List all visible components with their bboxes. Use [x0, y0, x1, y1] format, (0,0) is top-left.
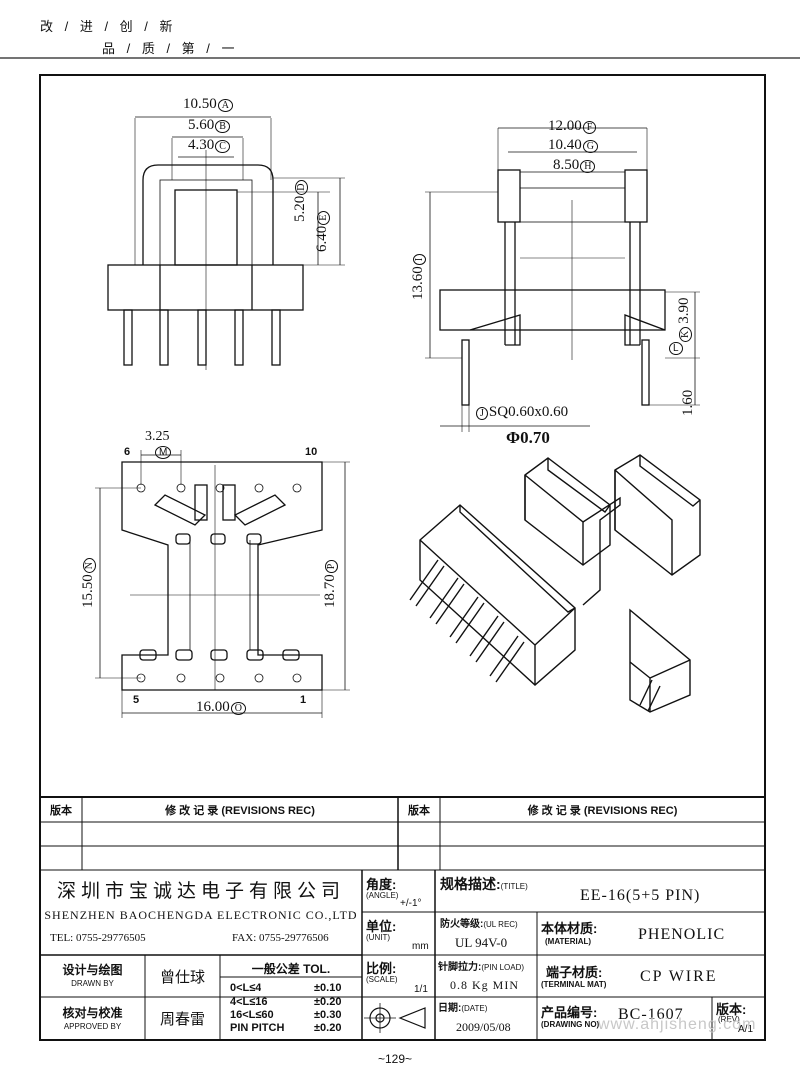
title-value: EE-16(5+5 PIN)	[580, 887, 701, 904]
pin-label-5: 5	[133, 694, 140, 706]
title-label: 规格描述:(TITLE)	[440, 876, 528, 892]
rev-col-rec-right: 修 改 记 录 (REVISIONS REC)	[527, 805, 678, 817]
ul-value: UL 94V-0	[455, 935, 508, 950]
drawn-label-en: DRAWN BY	[71, 979, 114, 988]
material-label: 本体材质:	[541, 921, 598, 936]
dim-3-25: 3.25	[145, 429, 170, 444]
circle-l: L	[669, 342, 683, 355]
tol-value-1: ±0.10	[314, 982, 342, 994]
rev-col-rec-left: 修 改 记 录 (REVISIONS REC)	[165, 805, 315, 817]
dim-13-60: 13.60I	[410, 253, 427, 300]
tol-range-1: 0<L≤4	[230, 982, 262, 994]
dim-6-40: 6.40E	[314, 210, 331, 252]
page-number: ~129~	[378, 1052, 413, 1066]
date-label: 日期:(DATE)	[438, 1003, 488, 1014]
unit-label-en: (UNIT)	[366, 933, 390, 942]
unit-value: mm	[412, 941, 429, 952]
isometric-view	[409, 454, 701, 713]
company-fax: FAX: 0755-29776506	[232, 932, 329, 944]
tol-range-2: 4<L≤16	[230, 996, 268, 1008]
approved-label-en: APPROVED BY	[63, 1022, 122, 1031]
tol-value-3: ±0.30	[314, 1009, 342, 1021]
rev-col-ver-left: 版本	[50, 805, 72, 817]
rev-label-en: (REV)	[718, 1015, 740, 1024]
rev-value: A/1	[738, 1024, 754, 1035]
tolerance-title: 一般公差 TOL.	[251, 962, 331, 976]
dim-3-90: K3.90	[676, 298, 693, 342]
pin-label-10: 10	[305, 446, 318, 458]
pinload-label: 针脚拉力:(PIN LOAD)	[438, 962, 525, 973]
terminal-value: CP WIRE	[640, 968, 718, 985]
front-view	[107, 116, 345, 370]
dim-1-60: 1.60	[680, 389, 696, 416]
unit-label: 单位:	[366, 919, 397, 934]
side-view	[425, 127, 700, 432]
scale-value: 1/1	[414, 984, 428, 995]
pin-label-1: 1	[300, 694, 307, 706]
slogan-line-2: 品 / 质 / 第 / 一	[102, 41, 239, 56]
scale-label: 比例:	[366, 961, 397, 976]
rev-label: 版本:	[716, 1002, 747, 1017]
terminal-label-en: (TERMINAL MAT)	[541, 980, 607, 989]
material-value: PHENOLIC	[638, 926, 726, 943]
watermark: www.ahjisheng.com	[598, 1016, 757, 1033]
company-name-en: SHENZHEN BAOCHENGDA ELECTRONIC CO.,LTD	[44, 908, 358, 922]
dim-18-70: 18.70P	[322, 559, 339, 608]
dim-15-50: 15.50N	[80, 558, 97, 608]
slogan-line-1: 改 / 进 / 创 / 新	[40, 19, 177, 34]
bottom-view	[95, 450, 350, 718]
tol-range-4: PIN PITCH	[230, 1022, 285, 1034]
tol-value-2: ±0.20	[314, 996, 342, 1008]
approved-name: 周春雷	[159, 1011, 205, 1028]
material-label-en: (MATERIAL)	[545, 937, 592, 946]
tol-range-3: 16<L≤60	[230, 1009, 274, 1021]
dim-5-20: 5.20D	[292, 179, 309, 222]
pin-label-6: 6	[124, 446, 131, 458]
drawno-label: 产品编号:	[541, 1005, 598, 1020]
company-tel: TEL: 0755-29776505	[50, 932, 146, 944]
scale-label-en: (SCALE)	[366, 975, 398, 984]
angle-label: 角度:	[366, 877, 397, 892]
drawn-name: 曾仕球	[159, 969, 205, 986]
date-value: 2009/05/08	[456, 1020, 511, 1034]
pinload-value: 0.8 Kg MIN	[450, 978, 519, 992]
terminal-label: 端子材质:	[546, 965, 603, 980]
titleblock-grid	[40, 796, 765, 1040]
angle-label-en: (ANGLE)	[366, 891, 399, 900]
circle-m: M	[155, 446, 172, 459]
ul-label: 防火等级:(UL REC)	[440, 919, 518, 930]
drawn-label: 设计与绘图	[62, 963, 123, 977]
drawing-border	[39, 74, 766, 1041]
angle-value: +/-1°	[400, 898, 422, 909]
drawno-value: BC-1607	[618, 1006, 684, 1023]
rev-col-ver-right: 版本	[408, 805, 430, 817]
drawno-label-en: (DRAWING NO)	[541, 1020, 600, 1029]
pin-diameter: Φ0.70	[506, 428, 550, 447]
tol-value-4: ±0.20	[314, 1022, 342, 1034]
company-name-cn: 深圳市宝诚达电子有限公司	[56, 881, 345, 902]
approved-label: 核对与校准	[62, 1006, 123, 1020]
